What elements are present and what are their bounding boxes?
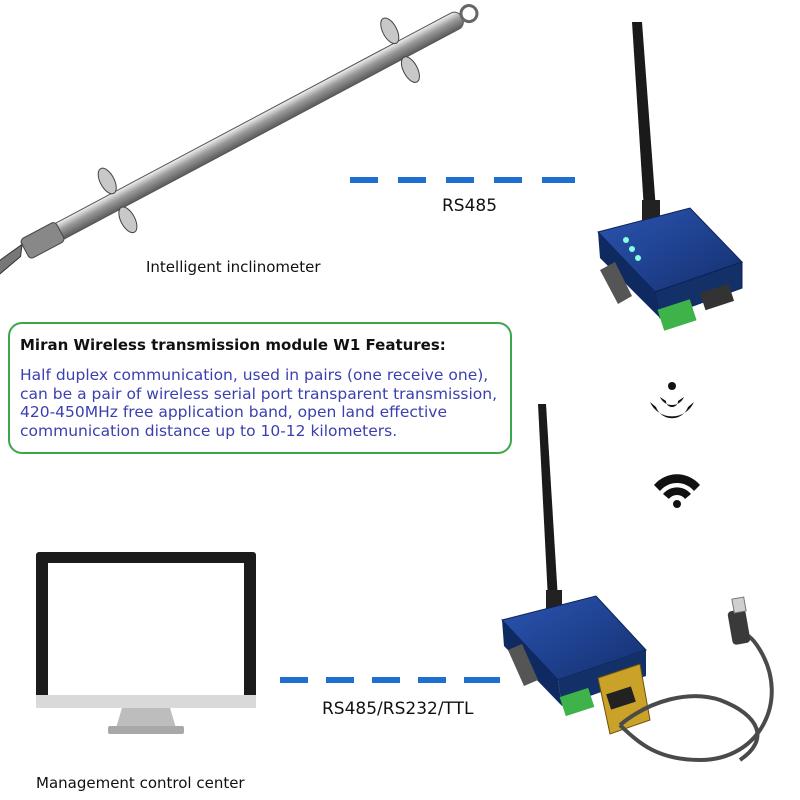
signal-receive-icon [650, 382, 694, 419]
wireless-module-bottom [501, 404, 651, 735]
wireless-module-top [597, 22, 743, 331]
antenna-icon [632, 22, 660, 222]
monitor-icon [36, 552, 256, 734]
wifi-icon [654, 474, 700, 508]
usb-plug-icon [727, 596, 751, 645]
rs485-rs232-ttl-label: RS485/RS232/TTL [322, 699, 474, 719]
control-center-label: Management control center [36, 774, 245, 792]
feature-body: Half duplex communication, used in pairs… [20, 366, 498, 440]
antenna-icon [538, 404, 562, 610]
inclinometer-label: Intelligent inclinometer [146, 258, 321, 276]
inclinometer-image [0, 4, 479, 279]
rs485-label: RS485 [442, 196, 498, 216]
feature-box: Miran Wireless transmission module W1 Fe… [8, 322, 512, 454]
feature-title: Miran Wireless transmission module W1 Fe… [20, 336, 446, 354]
